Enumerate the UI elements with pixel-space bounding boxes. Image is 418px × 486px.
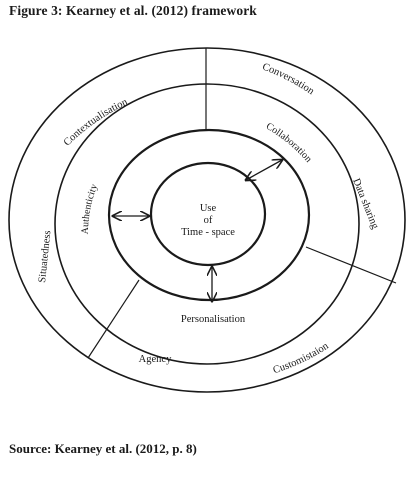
center-line-2: of bbox=[204, 215, 213, 226]
middle-ring bbox=[54, 83, 360, 365]
label-personalisation: Personalisation bbox=[181, 314, 246, 325]
label-contextualisation: Contextualisation bbox=[62, 96, 130, 148]
arrow-collaboration bbox=[246, 160, 282, 180]
figure-source: Source: Kearney et al. (2012, p. 8) bbox=[9, 441, 197, 456]
separator-right bbox=[305, 246, 397, 284]
label-situatedness: Situatedness bbox=[37, 230, 53, 283]
label-conversation: Conversation bbox=[261, 62, 317, 98]
label-authenticity: Authenticity bbox=[80, 183, 100, 235]
core-ring bbox=[149, 161, 267, 267]
center-line-1: Use bbox=[200, 203, 217, 214]
separator-bottom-left bbox=[87, 279, 140, 359]
outer-ring bbox=[8, 47, 406, 393]
label-collaboration: Collaboration bbox=[264, 121, 314, 165]
center-line-3: Time - space bbox=[181, 227, 235, 238]
label-agency: Agency bbox=[139, 354, 172, 365]
label-data-sharing: Data sharing bbox=[350, 177, 380, 231]
figure-title: Figure 3: Kearney et al. (2012) framewor… bbox=[9, 3, 257, 18]
